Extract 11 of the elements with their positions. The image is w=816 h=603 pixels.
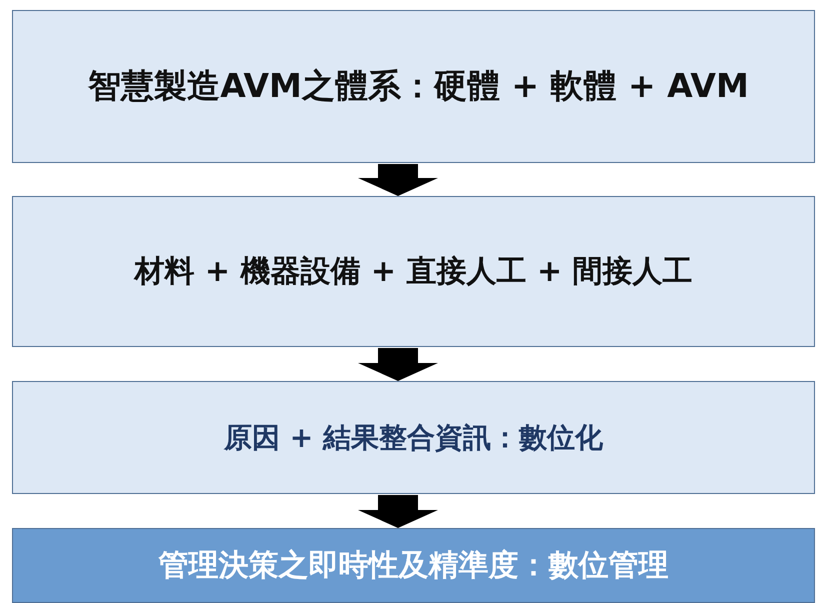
box-text: 原因 + 結果整合資訊：數位化 bbox=[224, 420, 603, 456]
block-arrow bbox=[358, 164, 438, 196]
box-text: 材料 + 機器設備 + 直接人工 + 間接人工 bbox=[134, 253, 693, 291]
box-text: 智慧製造AVM之體系：硬體 + 軟體 + AVM bbox=[88, 65, 749, 107]
box-text: 管理決策之即時性及精準度：數位管理 bbox=[158, 547, 668, 585]
process-box bbox=[12, 381, 815, 494]
block-arrow bbox=[358, 495, 438, 528]
block-arrow bbox=[358, 348, 438, 381]
process-box bbox=[12, 10, 815, 163]
process-box bbox=[12, 196, 815, 347]
process-box bbox=[12, 528, 815, 603]
